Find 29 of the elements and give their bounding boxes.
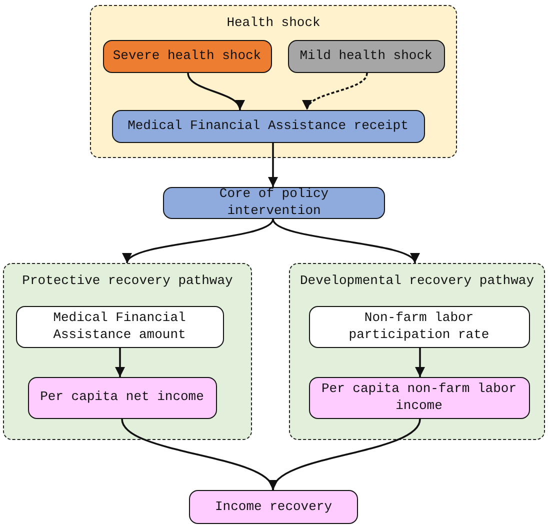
- group-title: Protective recovery pathway: [21, 273, 234, 290]
- process-box: [28, 376, 216, 418]
- box-label: Core of policy intervention: [218, 186, 330, 220]
- box-label: Severe health shock: [112, 48, 262, 64]
- process-box: [112, 110, 424, 142]
- box-label: Medical Financial Assistance amount: [52, 310, 187, 344]
- process-box: [288, 40, 444, 72]
- process-box: [16, 306, 224, 348]
- group-title: Health shock: [226, 15, 322, 32]
- process-box: [308, 306, 530, 348]
- process-box: [163, 187, 385, 219]
- group-panel: [289, 263, 545, 440]
- arrow: [304, 72, 368, 110]
- box-label: Income recovery: [214, 498, 334, 516]
- box-label: Non-farm labor participation rate: [348, 310, 490, 344]
- arrow: [415, 348, 425, 377]
- box-label: Per capita non-farm labor income: [320, 380, 518, 414]
- process-box: [308, 376, 530, 418]
- group-panel: [3, 263, 252, 440]
- process-box: [102, 40, 272, 72]
- group-title: Developmental recovery pathway: [298, 273, 536, 290]
- box-label: Medical Financial Assistance receipt: [126, 118, 410, 134]
- box-label: Per capita net income: [39, 389, 205, 406]
- arrow: [115, 348, 125, 377]
- box-label: Mild health shock: [298, 48, 434, 64]
- arrow: [268, 143, 278, 187]
- group-panel: [90, 5, 457, 158]
- arrow: [187, 72, 243, 110]
- process-box: [189, 490, 358, 524]
